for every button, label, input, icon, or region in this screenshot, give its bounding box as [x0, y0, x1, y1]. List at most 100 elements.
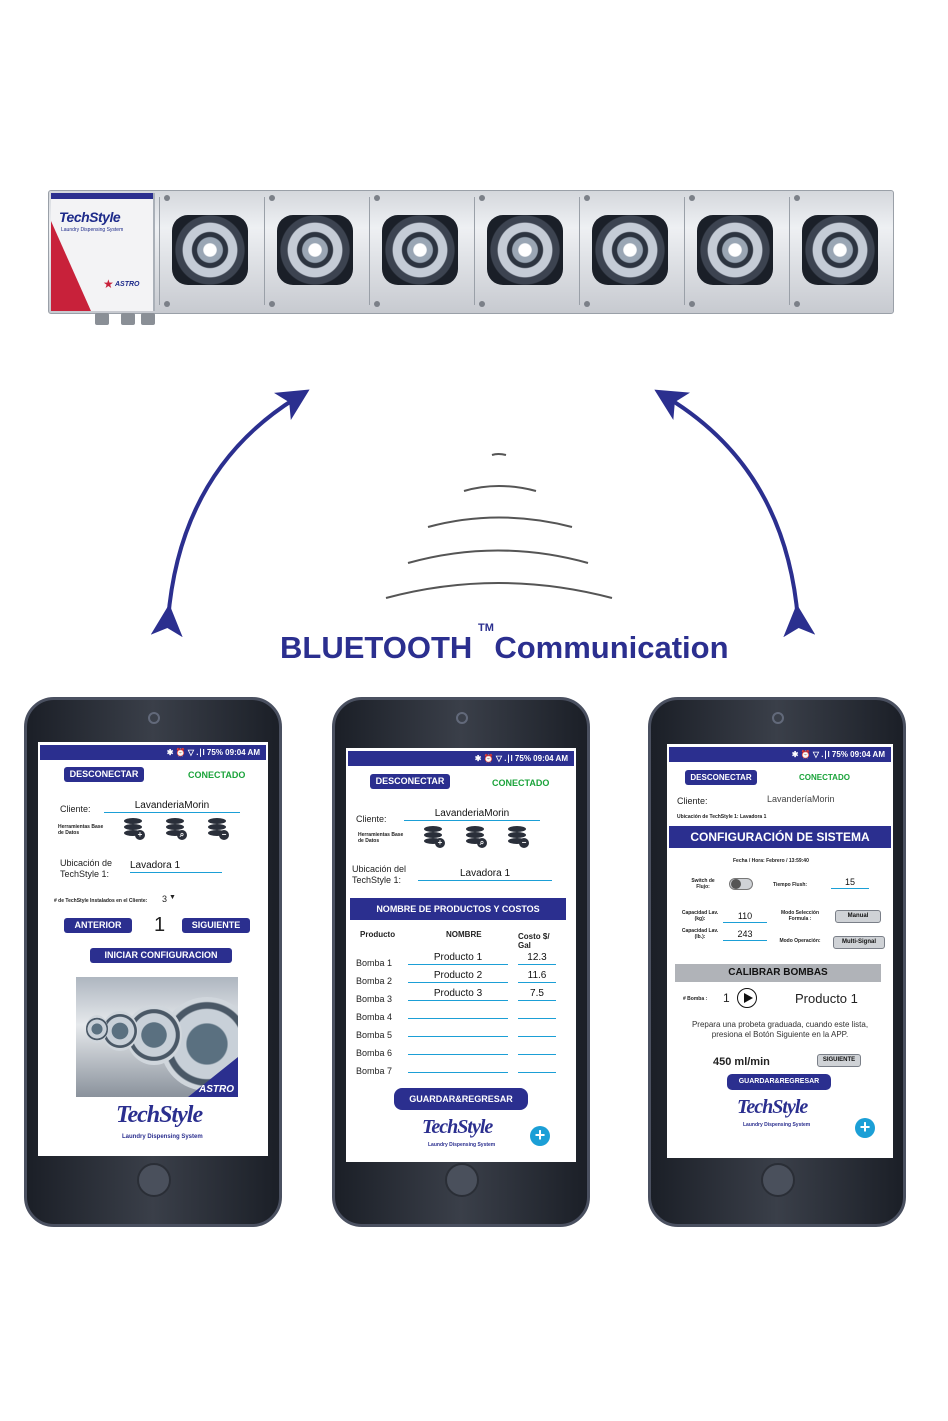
play-arrow-icon[interactable]	[737, 988, 757, 1008]
phone-1-screen: ✱ ⏰ ▽ .∣l 75% 09:04 AM DESCONECTAR CONEC…	[38, 742, 268, 1156]
disconnect-button[interactable]: DESCONECTAR	[685, 770, 757, 785]
flow-switch-label: Switch de Flujo:	[691, 878, 715, 890]
pump-module	[159, 195, 259, 307]
database-remove-icon[interactable]: −	[208, 818, 230, 840]
table-row-pump: Bomba 3	[356, 994, 393, 1004]
add-icon[interactable]: +	[855, 1118, 875, 1138]
previous-button[interactable]: ANTERIOR	[64, 918, 132, 933]
pump-number-label: # Bomba :	[683, 996, 708, 1002]
save-return-button[interactable]: GUARDAR&REGRESAR	[394, 1088, 528, 1110]
techstyle-logo: TechStyle	[116, 1102, 203, 1128]
phone-1: ✱ ⏰ ▽ .∣l 75% 09:04 AM DESCONECTAR CONEC…	[24, 697, 282, 1227]
pump-module	[369, 195, 469, 307]
database-add-icon[interactable]: +	[124, 818, 146, 840]
dispenser-unit: TechStyle Laundry Dispensing System ★ AS…	[48, 190, 894, 325]
arrow-left-icon	[150, 389, 310, 638]
techstyle-logo: TechStyle	[422, 1116, 493, 1138]
next-button[interactable]: SIGUIENTE	[817, 1054, 861, 1067]
signal-waves-icon	[385, 453, 613, 599]
location-label: Ubicación del TechStyle 1:	[352, 864, 407, 885]
add-icon[interactable]: +	[530, 1126, 550, 1146]
flow-switch-toggle[interactable]	[729, 878, 753, 890]
start-configuration-button[interactable]: INICIAR CONFIGURACION	[90, 948, 232, 963]
table-row-cost[interactable]	[518, 1006, 556, 1019]
client-value: LavanderíaMorin	[767, 794, 835, 804]
table-row-cost[interactable]	[518, 1060, 556, 1073]
operation-mode-label: Modo Operación:	[779, 938, 821, 944]
table-row-name[interactable]: Producto 1	[408, 952, 508, 965]
calibrate-pumps-header: CALIBRAR BOMBAS	[675, 964, 881, 982]
arrow-right-icon	[654, 389, 816, 638]
table-row-pump: Bomba 2	[356, 976, 393, 986]
home-button[interactable]	[761, 1163, 795, 1197]
phone-3: ✱ ⏰ ▽ .∣l 75% 09:04 AM DESCONECTAR CONEC…	[648, 697, 906, 1227]
techstyle-tagline: Laundry Dispensing System	[743, 1122, 811, 1128]
table-row-pump: Bomba 4	[356, 1012, 393, 1022]
database-search-icon[interactable]: ⌕	[166, 818, 188, 840]
dispenser-astro: ASTRO	[115, 281, 140, 288]
client-field[interactable]: LavanderiaMorin	[104, 800, 240, 813]
table-row-name[interactable]: Producto 2	[408, 970, 508, 983]
disconnect-button[interactable]: DESCONECTAR	[370, 774, 450, 789]
disconnect-button[interactable]: DESCONECTAR	[64, 767, 144, 782]
flow-rate: 450 ml/min	[713, 1056, 770, 1068]
table-row-pump: Bomba 5	[356, 1030, 393, 1040]
home-button[interactable]	[137, 1163, 171, 1197]
camera-icon	[456, 712, 468, 724]
location-field[interactable]: Lavadora 1	[418, 868, 552, 881]
save-return-button[interactable]: GUARDAR&REGRESAR	[727, 1074, 831, 1090]
table-row-cost[interactable]	[518, 1024, 556, 1037]
status-bar: ✱ ⏰ ▽ .∣l 75% 09:04 AM	[669, 747, 891, 762]
pump-module	[474, 195, 574, 307]
database-remove-icon[interactable]: −	[508, 826, 530, 848]
pump-module	[579, 195, 679, 307]
capacity-kg-field[interactable]: 110	[723, 910, 767, 923]
camera-icon	[148, 712, 160, 724]
database-search-icon[interactable]: ⌕	[466, 826, 488, 848]
system-config-header: CONFIGURACIÓN DE SISTEMA	[669, 826, 891, 848]
products-section-header: NOMBRE DE PRODUCTOS Y COSTOS	[350, 898, 566, 920]
client-label: Cliente:	[677, 796, 708, 806]
techstyle-tagline: Laundry Dispensing System	[122, 1134, 203, 1140]
dropdown-caret-icon[interactable]: ▼	[169, 894, 176, 901]
operation-mode-button[interactable]: Multi-Signal	[833, 936, 885, 949]
table-row-name[interactable]	[408, 1042, 508, 1055]
formula-mode-label: Modo Selección Formula :	[780, 910, 820, 922]
home-button[interactable]	[445, 1163, 479, 1197]
table-row-pump: Bomba 6	[356, 1048, 393, 1058]
laundry-photo: ASTRO	[76, 977, 238, 1097]
table-row-pump: Bomba 1	[356, 958, 393, 968]
calibrate-product: Producto 1	[795, 991, 858, 1006]
flush-time-label: Tiempo Flush:	[773, 882, 808, 888]
astro-star-icon: ★	[103, 277, 114, 291]
next-button[interactable]: SIGUIENTE	[182, 918, 250, 933]
phone-3-screen: ✱ ⏰ ▽ .∣l 75% 09:04 AM DESCONECTAR CONEC…	[667, 744, 893, 1158]
client-label: Cliente:	[356, 814, 387, 824]
table-row-cost[interactable]: 11.6	[518, 970, 556, 983]
table-row-name[interactable]	[408, 1060, 508, 1073]
controller-box: TechStyle Laundry Dispensing System ★ AS…	[51, 193, 155, 311]
connected-status: CONECTADO	[492, 778, 550, 788]
installed-count[interactable]: 3	[162, 894, 168, 904]
table-row-name[interactable]: Producto 3	[408, 988, 508, 1001]
client-field[interactable]: LavanderiaMorin	[404, 808, 540, 821]
flush-time-field[interactable]: 15	[831, 876, 869, 889]
formula-mode-button[interactable]: Manual	[835, 910, 881, 923]
table-row-name[interactable]	[408, 1024, 508, 1037]
database-add-icon[interactable]: +	[424, 826, 446, 848]
table-row-cost[interactable]	[518, 1042, 556, 1055]
trademark-mark: TM	[478, 622, 494, 634]
status-bar: ✱ ⏰ ▽ .∣l 75% 09:04 AM	[348, 751, 574, 766]
capacity-lb-field[interactable]: 243	[723, 928, 767, 941]
table-row-cost[interactable]: 12.3	[518, 952, 556, 965]
capacity-kg-label: Capacidad Lav.(kg):	[681, 910, 719, 922]
tools-label: Herramientas Base de Datos	[58, 824, 104, 836]
connected-status: CONECTADO	[799, 773, 850, 782]
location-field[interactable]: Lavadora 1	[130, 860, 222, 873]
pump-module	[684, 195, 784, 307]
table-row-name[interactable]	[408, 1006, 508, 1019]
pump-module	[264, 195, 364, 307]
table-row-cost[interactable]: 7.5	[518, 988, 556, 1001]
